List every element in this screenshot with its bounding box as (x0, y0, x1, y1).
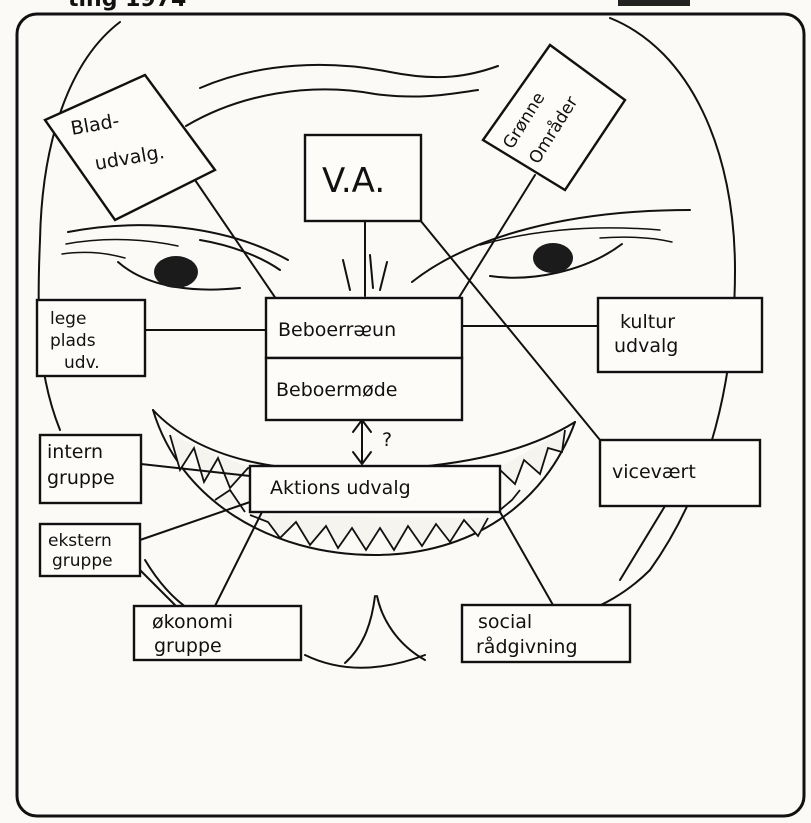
box-vicevaert: vicevært (600, 440, 760, 506)
ekstern-line1: ekstern (48, 531, 112, 551)
nose-stroke-1 (343, 260, 350, 290)
brow-wrinkle-upper (200, 65, 498, 88)
social-line1: social (478, 611, 532, 633)
box-gronne-omrader: Grønne Områder (483, 45, 625, 190)
beboermode-label: Beboermøde (276, 379, 397, 401)
line-vicevaert-face (620, 506, 665, 580)
box-aktions-udvalg: Aktions udvalg (250, 466, 500, 512)
face-outline-lower-left (145, 560, 190, 610)
left-eye-iris (154, 256, 198, 288)
brow-wrinkle-lower (186, 89, 478, 126)
social-line2: rådgivning (476, 635, 578, 658)
legeplads-line1: lege (50, 309, 86, 329)
nose-stroke-2 (370, 255, 373, 288)
line-ekstern-okonomi (140, 570, 175, 605)
left-eye-lashes (62, 240, 178, 258)
intern-line1: intern (47, 441, 103, 463)
intern-line2: gruppe (47, 467, 115, 489)
cleft-left (345, 596, 375, 663)
aktions-label: Aktions udvalg (270, 477, 411, 499)
box-okonomi-gruppe: økonomi gruppe (134, 606, 301, 660)
legeplads-line2: plads (50, 331, 96, 351)
beboerraad-label: Beboerrᴂun (278, 319, 396, 341)
box-va: V.A. (305, 135, 421, 221)
cleft-right (377, 596, 425, 660)
okonomi-line1: økonomi (152, 611, 233, 633)
kultur-line1: kultur (620, 311, 675, 333)
question-mark: ? (382, 429, 392, 451)
vicevaert-label: vicevært (612, 461, 696, 483)
box-ekstern-gruppe: ekstern gruppe (40, 524, 140, 576)
box-blad-udvalg: Blad- udvalg. (45, 75, 215, 220)
box-beboermode: Beboermøde (266, 358, 462, 420)
line-ekstern-aktions (140, 502, 250, 540)
right-eye-iris (533, 243, 573, 273)
line-okonomi-aktions (215, 512, 262, 606)
nose-stroke-3 (380, 262, 387, 290)
header-text: ting 1974 (68, 0, 186, 12)
box-kultur-udvalg: kultur udvalg (598, 298, 762, 372)
legeplads-line3: udv. (64, 353, 100, 373)
va-label: V.A. (322, 161, 385, 201)
header-mark (618, 0, 690, 6)
ekstern-line2: gruppe (52, 551, 113, 571)
box-social-radgivning: social rådgivning (462, 605, 630, 662)
okonomi-line2: gruppe (154, 635, 222, 657)
kultur-line2: udvalg (614, 335, 678, 357)
right-eye-lashes (480, 228, 672, 245)
left-eye-lid (68, 225, 288, 260)
chin-curve (305, 655, 425, 668)
line-social-aktions (500, 512, 553, 605)
box-beboerraad: Beboerrᴂun (266, 298, 462, 358)
box-legeplads: lege plads udv. (37, 300, 145, 376)
box-intern-gruppe: intern gruppe (40, 435, 141, 503)
line-gronne-beboerraad (450, 175, 535, 312)
